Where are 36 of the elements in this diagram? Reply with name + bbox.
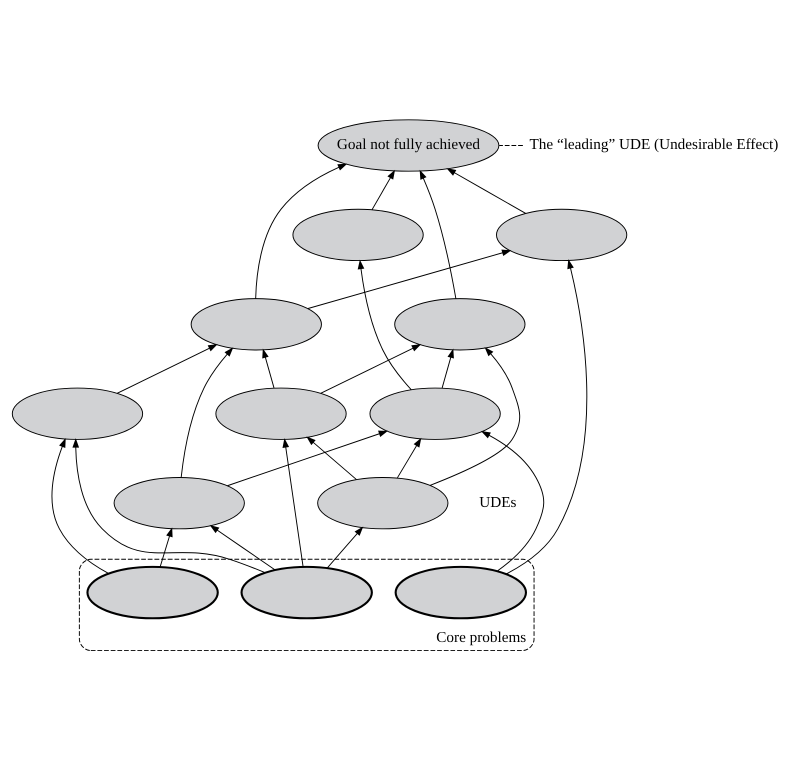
arrow [308, 250, 512, 309]
arrow [396, 438, 422, 478]
arrow [372, 170, 396, 210]
arrow [72, 438, 266, 574]
arrow [446, 168, 526, 214]
arrow [51, 438, 109, 574]
node-ellipse [496, 208, 628, 262]
arrow [506, 259, 588, 574]
node-ellipse [240, 566, 373, 620]
node-ellipse [292, 208, 424, 262]
arrow [420, 170, 456, 299]
node-ellipse [215, 388, 347, 440]
node-ellipse [114, 476, 245, 530]
arrow [210, 524, 276, 570]
arrow [255, 164, 348, 299]
arrow [262, 348, 274, 388]
arrow [180, 347, 234, 478]
node-ellipse [12, 388, 144, 440]
arrow [160, 527, 173, 568]
arrow [320, 344, 422, 394]
node-ellipse [86, 566, 219, 620]
cluster: Core problems [78, 558, 535, 652]
arrow [358, 260, 412, 390]
arrow [326, 526, 364, 569]
arrow [282, 438, 304, 568]
arrow [480, 431, 544, 572]
node-ellipse [317, 476, 448, 530]
connector [498, 145, 524, 146]
label: UDEs [479, 494, 516, 511]
arrow [116, 344, 218, 394]
node-ellipse [394, 566, 528, 620]
arrow [306, 436, 357, 480]
node-text: The “leading” UDE (Undesirable Effect) [530, 136, 778, 154]
arrow [442, 348, 454, 388]
arrow [429, 346, 520, 486]
arrow [226, 430, 388, 486]
